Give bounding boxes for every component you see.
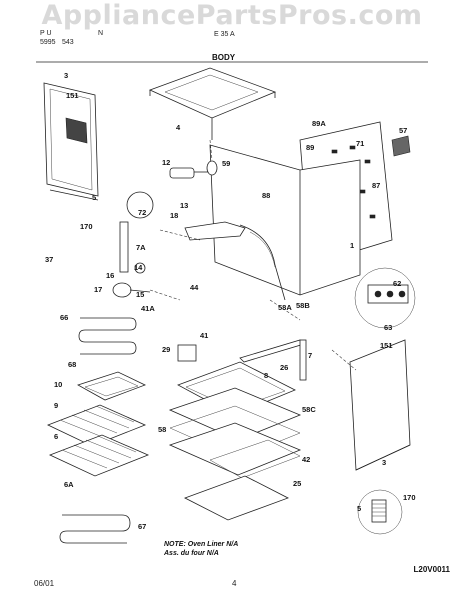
side-panel-right — [349, 339, 411, 471]
callout-59: 59 — [222, 159, 230, 168]
header-part-number-prefix: 5995 — [40, 39, 56, 46]
footer-date: 06/01 — [34, 579, 55, 588]
clip-29 — [177, 344, 197, 362]
callout-88: 88 — [262, 191, 270, 200]
header-part-label: P U — [40, 30, 52, 37]
oven-rack-9 — [46, 404, 147, 447]
oven-rack-6 — [48, 434, 150, 477]
callout-4: 4 — [176, 123, 181, 132]
valve-assembly — [169, 160, 218, 179]
callout-1: 1 — [350, 241, 354, 250]
callout-10: 10 — [54, 380, 62, 389]
section-title: BODY — [212, 53, 236, 62]
oven-liner-note: NOTE: Oven Liner N/A Ass. du four N/A — [164, 540, 238, 558]
note-line-en: NOTE: Oven Liner N/A — [164, 541, 239, 548]
callout-14: 14 — [134, 263, 143, 272]
callout-3-bottom: 3 — [382, 458, 386, 467]
callout-37: 37 — [45, 255, 53, 264]
callout-41: 41 — [200, 331, 208, 340]
broil-element — [78, 317, 137, 355]
bar-7 — [299, 339, 307, 381]
callout-87: 87 — [372, 181, 380, 190]
callout-89: 89 — [306, 143, 314, 152]
callout-5-bottom: 5 — [357, 504, 361, 513]
callout-71: 71 — [356, 139, 364, 148]
bracket-18 — [184, 221, 246, 241]
callout-6: 6 — [54, 432, 58, 441]
callout-151-top: 151 — [66, 91, 79, 100]
callout-labels: 3 151 4 89A 71 57 89 12 59 87 5 13 88 72… — [45, 71, 416, 531]
drawer — [168, 387, 302, 476]
header-number-label: N — [98, 30, 104, 37]
callout-17: 17 — [94, 285, 102, 294]
body-shell — [209, 144, 361, 301]
cooktop-frame — [148, 67, 277, 140]
callout-68: 68 — [68, 360, 76, 369]
callout-66: 66 — [60, 313, 68, 322]
callout-58b: 58B — [296, 301, 310, 310]
callout-42: 42 — [302, 455, 310, 464]
callout-62: 62 — [393, 279, 401, 288]
rail-26 — [239, 339, 305, 363]
callout-25: 25 — [293, 479, 301, 488]
callout-9: 9 — [54, 401, 58, 410]
callout-44: 44 — [190, 283, 199, 292]
callout-7a: 7A — [136, 243, 146, 252]
callout-18: 18 — [170, 211, 178, 220]
callout-26: 26 — [280, 363, 288, 372]
callout-89a: 89A — [312, 119, 326, 128]
callout-170-bottom: 170 — [403, 493, 416, 502]
callout-72: 72 — [138, 208, 146, 217]
callout-29: 29 — [162, 345, 170, 354]
callout-67: 67 — [138, 522, 146, 531]
callout-151-bottom: 151 — [380, 341, 393, 350]
callout-170-top: 170 — [80, 222, 93, 231]
callout-41a: 41A — [141, 304, 155, 313]
terminal-block — [354, 267, 416, 329]
leveler-5 — [357, 489, 403, 535]
bake-element — [59, 514, 131, 544]
callout-12: 12 — [162, 158, 170, 167]
drawer-bottom-42 — [209, 439, 301, 479]
thermostat-assembly — [112, 262, 151, 298]
callout-7: 7 — [308, 351, 312, 360]
rod-7a — [119, 221, 129, 273]
knob-72 — [126, 191, 154, 219]
callout-63: 63 — [384, 323, 392, 332]
callout-6a: 6A — [64, 480, 74, 489]
callout-5-top: 5 — [92, 193, 96, 202]
side-panel-left — [43, 82, 99, 201]
callout-15: 15 — [136, 290, 144, 299]
callout-58: 58 — [158, 425, 166, 434]
callout-58a: 58A — [278, 303, 292, 312]
callout-57: 57 — [399, 126, 407, 135]
callout-16: 16 — [106, 271, 114, 280]
header-part-number-suffix: 543 — [62, 39, 74, 46]
base-25 — [184, 475, 289, 521]
callout-13: 13 — [180, 201, 188, 210]
footer-page-number: 4 — [232, 579, 237, 588]
callout-58c: 58C — [302, 405, 316, 414]
leader-lines — [149, 139, 357, 371]
diagram-code: L20V0011 — [413, 565, 450, 574]
plate-57 — [391, 135, 411, 157]
header-model: E 35 A — [214, 31, 235, 38]
callout-8: 8 — [264, 371, 268, 380]
broiler-pan — [77, 371, 147, 401]
note-line-fr: Ass. du four N/A — [164, 550, 219, 557]
callout-3-top: 3 — [64, 71, 68, 80]
